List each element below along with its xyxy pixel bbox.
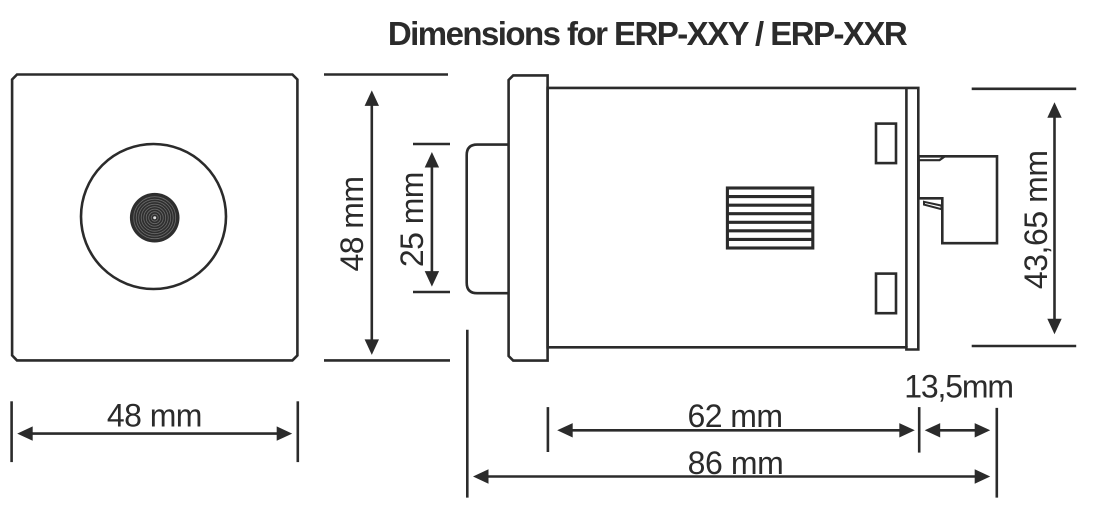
svg-text:62 mm: 62 mm: [687, 398, 782, 434]
svg-text:Dimensions for ERP-XXY / ERP-X: Dimensions for ERP-XXY / ERP-XXR: [388, 15, 908, 52]
svg-text:86 mm: 86 mm: [688, 445, 784, 481]
svg-text:43,65 mm: 43,65 mm: [1018, 150, 1054, 289]
svg-text:48 mm: 48 mm: [107, 397, 202, 433]
svg-text:25 mm: 25 mm: [394, 172, 430, 267]
svg-text:13,5mm: 13,5mm: [904, 368, 1013, 404]
svg-text:48 mm: 48 mm: [334, 176, 370, 271]
